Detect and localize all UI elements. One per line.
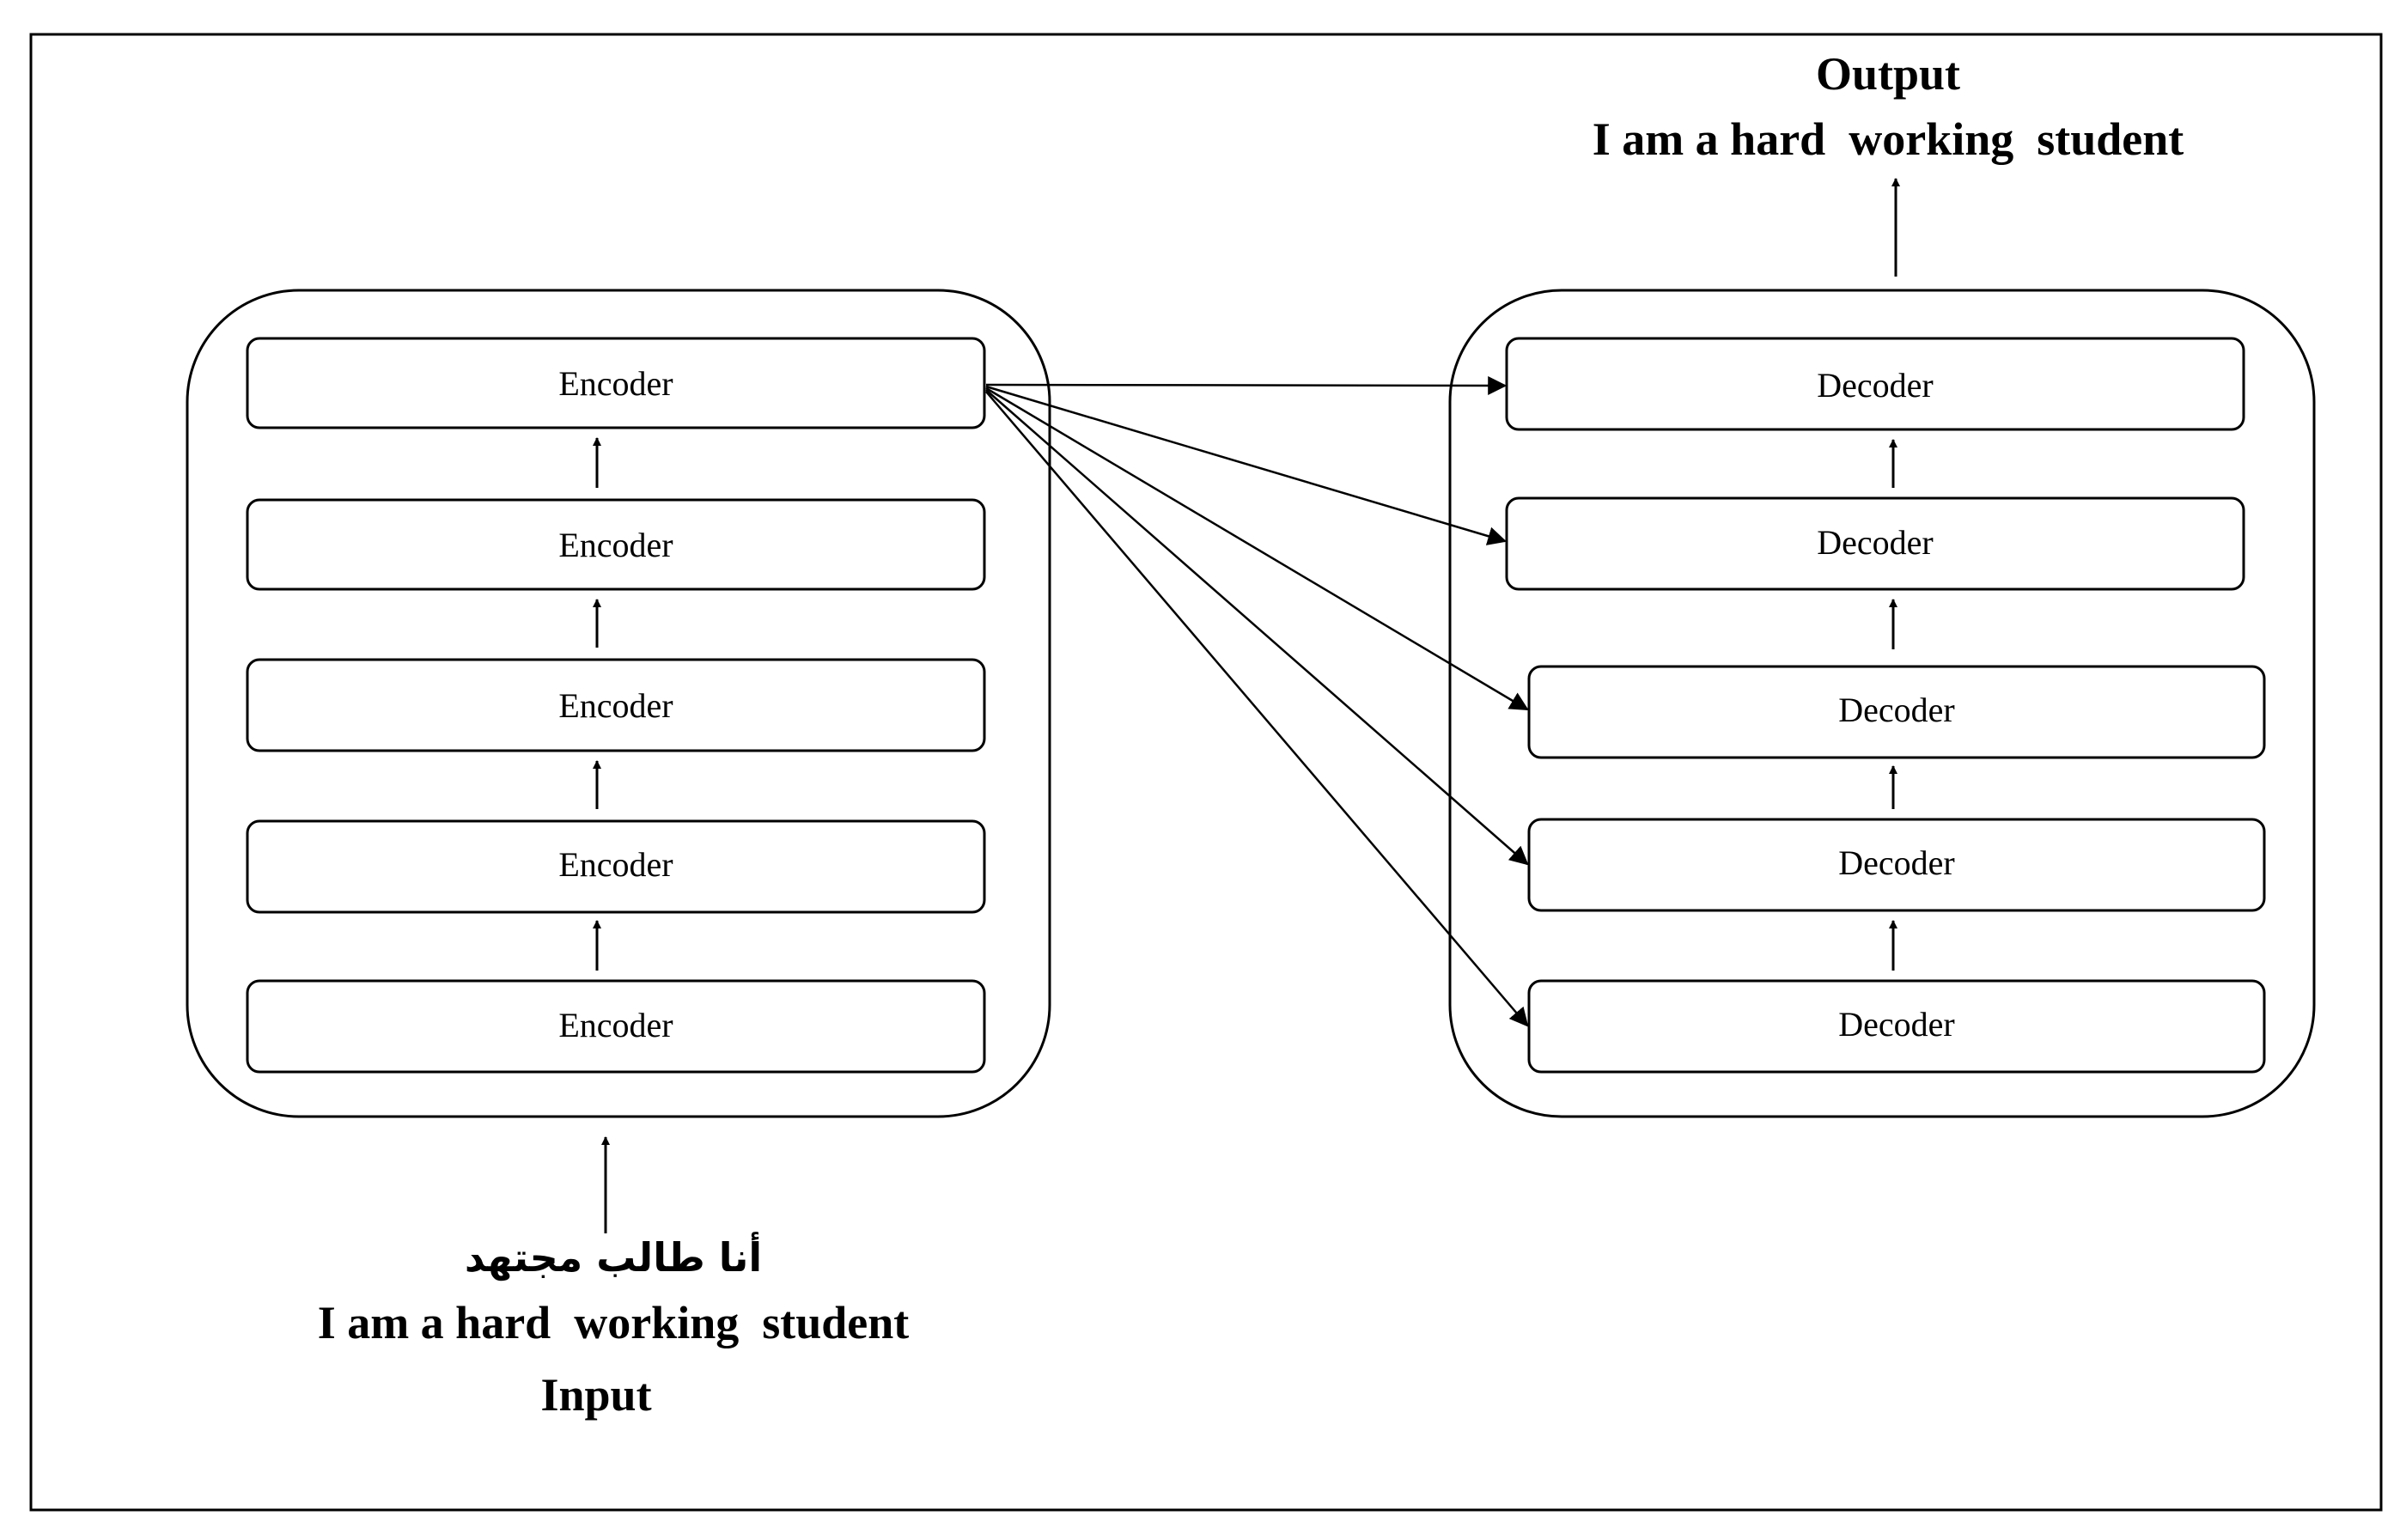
decoder-layer: Decoder <box>1505 496 2245 591</box>
encoder-stack-container <box>186 289 1051 1118</box>
encoder-layer-label: Encoder <box>558 526 673 564</box>
encoder-layer: Encoder <box>246 819 986 914</box>
decoder-layer-label: Decoder <box>1838 691 1954 729</box>
input-label: Input <box>540 1369 651 1421</box>
encoder-layer-label: Encoder <box>558 1006 673 1044</box>
encoder-layer: Encoder <box>246 658 986 752</box>
decoder-layer-label: Decoder <box>1838 1005 1954 1044</box>
decoder-layer: Decoder <box>1505 337 2245 431</box>
encoder-layer: Encoder <box>246 979 986 1074</box>
encoder-to-decoder-arrow <box>985 385 1508 545</box>
encoder-to-decoder-arrow <box>985 387 1529 711</box>
decoder-layer: Decoder <box>1527 665 2266 759</box>
encoder-layer-label: Encoder <box>558 845 673 884</box>
decoder-stack-container <box>1448 289 2316 1118</box>
encoder-to-decoder-arrow <box>985 389 1529 866</box>
input-english-text: I am a hard working student <box>318 1297 910 1348</box>
decoder-layer: Decoder <box>1527 979 2266 1074</box>
encoder-layer: Encoder <box>246 337 986 429</box>
output-label: Output <box>1816 48 1960 100</box>
encoder-layer-label: Encoder <box>558 686 673 725</box>
decoder-layer: Decoder <box>1527 818 2266 912</box>
decoder-layer-label: Decoder <box>1817 523 1933 562</box>
encoder-to-decoder-arrow <box>985 375 1508 395</box>
decoder-layer-label: Decoder <box>1817 366 1933 405</box>
decoder-layer-label: Decoder <box>1838 843 1954 882</box>
outer-frame <box>29 33 2383 1512</box>
encoder-layer-label: Encoder <box>558 364 673 403</box>
encoder-to-decoder-arrow <box>985 391 1529 1027</box>
output-english-text: I am a hard working student <box>1593 113 2184 165</box>
input-arabic-text: أنا طالب مجتهد <box>465 1232 762 1281</box>
encoder-layer: Encoder <box>246 498 986 591</box>
